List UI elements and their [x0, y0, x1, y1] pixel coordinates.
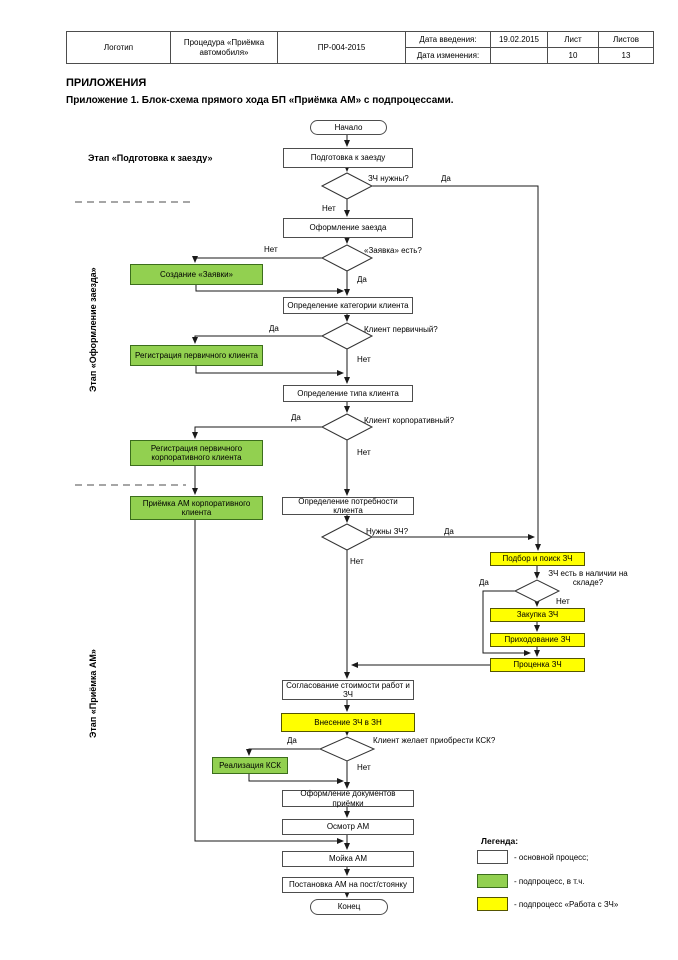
subprocess-add-parts-to-order: Внесение ЗЧ в ЗН [281, 713, 415, 732]
edge-label-no: Нет [357, 355, 371, 364]
decision-parts-required-diamond [320, 523, 374, 551]
edge-label-yes: Да [441, 174, 451, 183]
connector-d1-yes [372, 185, 541, 551]
subprocess-parts-purchase: Закупка ЗЧ [490, 608, 585, 622]
legend-swatch-parts-subprocess [477, 897, 508, 911]
process-arrival-registration: Оформление заезда [283, 218, 413, 238]
connector-create-request-merge [195, 285, 344, 294]
connector-ksk-merge [248, 774, 344, 784]
edge-label-yes: Да [479, 578, 489, 587]
process-cost-agreement: Согласование стоимости работ и ЗЧ [282, 680, 414, 700]
decision-question-parts-needed: ЗЧ нужны? [368, 174, 409, 183]
subprocess-parts-pricing: Проценка ЗЧ [490, 658, 585, 672]
process-client-category: Определение категории клиента [283, 297, 413, 314]
decision-corporate-client-diamond [320, 413, 374, 441]
subprocess-create-request: Создание «Заявки» [130, 264, 263, 285]
process-washing: Мойка АМ [282, 851, 414, 867]
decision-question-parts-required: Нужны ЗЧ? [366, 527, 409, 536]
legend-title: Легенда: [481, 836, 519, 846]
process-client-type: Определение типа клиента [283, 385, 413, 402]
appendices-heading: ПРИЛОЖЕНИЯ [66, 77, 147, 89]
edge-label-no: Нет [350, 557, 364, 566]
terminator-start: Начало [310, 120, 387, 135]
decision-question-primary-client: Клиент первичный? [364, 325, 438, 334]
sheets-total-cell: 13 [598, 47, 654, 64]
edge-label-no: Нет [357, 448, 371, 457]
decision-question-request-exists: «Заявка» есть? [364, 246, 422, 255]
edge-label-yes: Да [287, 736, 297, 745]
decision-question-ksk-purchase: Клиент желает приобрести КСК? [373, 736, 496, 745]
edge-label-yes: Да [269, 324, 279, 333]
subprocess-ksk-sale: Реализация КСК [212, 757, 288, 774]
process-preparation: Подготовка к заезду [283, 148, 413, 168]
decision-question-parts-in-stock: ЗЧ есть в наличии на складе? [548, 569, 628, 587]
legend-label-subprocess: - подпроцесс, в т.ч. [514, 877, 585, 886]
legend-swatch-main-process [477, 850, 508, 864]
connector-d4-yes [192, 426, 322, 439]
connector-d3-yes [192, 335, 322, 344]
legend-swatch-subprocess [477, 874, 508, 888]
subprocess-corporate-am-acceptance: Приёмка АМ корпоративного клиента [130, 496, 263, 520]
decision-parts-needed-diamond [320, 172, 374, 200]
legend-label-main-process: - основной процесс; [514, 853, 589, 862]
legend-label-parts-subprocess: - подпроцесс «Работа с ЗЧ» [514, 900, 619, 909]
subprocess-register-primary-corporate-client: Регистрация первичного корпоративного кл… [130, 440, 263, 466]
process-inspection: Осмотр АМ [282, 819, 414, 835]
decision-request-exists-diamond [320, 244, 374, 272]
logo-cell: Логотип [66, 31, 171, 64]
connector-acceptcorp-merge [194, 520, 344, 844]
edge-label-no: Нет [357, 763, 371, 772]
decision-parts-in-stock-diamond [513, 579, 561, 603]
edge-label-no: Нет [556, 597, 570, 606]
decision-question-corporate-client: Клиент корпоративный? [364, 416, 455, 425]
process-acceptance-documents: Оформление документов приёмки [282, 789, 414, 808]
connector-d7-yes [246, 748, 320, 756]
appendix-title: Приложение 1. Блок-схема прямого хода БП… [66, 95, 454, 106]
terminator-end: Конец [310, 899, 388, 915]
decision-primary-client-diamond [320, 322, 374, 350]
subprocess-parts-search: Подбор и поиск ЗЧ [490, 552, 585, 566]
edge-label-yes: Да [291, 413, 301, 422]
connector-d6-yes-bypass [482, 590, 531, 656]
document-header-table: Логотип Процедура «Приёмка автомобиля» П… [66, 31, 654, 64]
stage-label-preparation: Этап «Подготовка к заезду» [88, 153, 213, 163]
edge-label-no: Нет [322, 204, 336, 213]
edge-label-no: Нет [264, 245, 278, 254]
decision-ksk-purchase-diamond [318, 736, 376, 762]
process-parking: Постановка АМ на пост/стоянку [282, 877, 414, 893]
process-client-needs: Определение потребности клиента [282, 497, 414, 515]
edge-label-yes: Да [444, 527, 454, 536]
connector-reg-primary-merge [195, 366, 344, 376]
doc-number-cell: ПР-004-2015 [277, 31, 406, 64]
edge-label-yes: Да [357, 275, 367, 284]
connector-d2-no [192, 256, 322, 263]
change-date-label-cell: Дата изменения: [405, 47, 491, 64]
subprocess-parts-receipt: Приходование ЗЧ [490, 633, 585, 647]
subprocess-register-primary-client: Регистрация первичного клиента [130, 345, 263, 366]
